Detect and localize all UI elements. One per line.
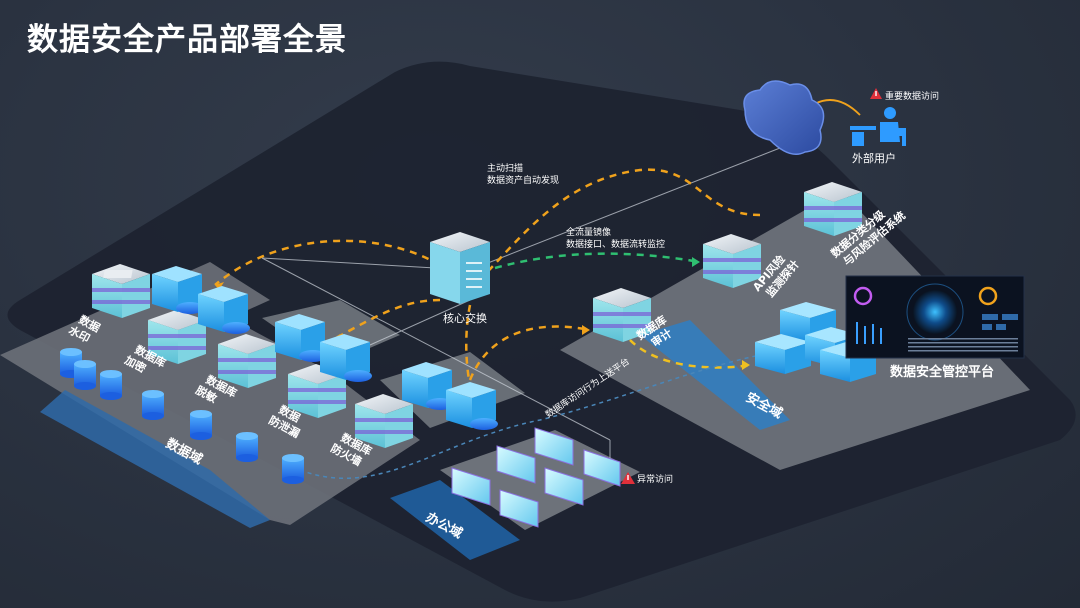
- core-switch-label: 核心交换: [443, 311, 487, 325]
- screen-icon: [499, 489, 539, 528]
- dashboard-globe-icon: [913, 290, 957, 334]
- db-server-icon: [320, 334, 372, 382]
- dashboard-bars: [856, 322, 882, 344]
- mirror-label-line2: 数据接口、数据流转监控: [566, 238, 665, 250]
- important-access-label: 重要数据访问: [885, 90, 939, 102]
- flow-core-mid: [331, 298, 441, 342]
- db-server-group: [152, 266, 498, 430]
- mirror-label-line1: 全流量镜像: [566, 226, 611, 238]
- arrow-audit: [582, 325, 590, 335]
- link-core-mid: [369, 299, 471, 346]
- database-icon: [100, 370, 122, 400]
- flow-core-office: [465, 304, 472, 386]
- flow-audit-platform: [629, 339, 751, 369]
- database-icon: [236, 432, 258, 462]
- arrow-platform: [742, 360, 750, 370]
- security-domain-strip: [640, 320, 790, 430]
- db-server-icon: [152, 266, 204, 314]
- database-cylinders: [60, 348, 304, 484]
- warning-icon-abnormal: [621, 472, 635, 484]
- warning-icon-important: [870, 88, 882, 99]
- external-user-icon: [850, 107, 906, 146]
- link-data-office: [261, 257, 611, 441]
- database-icon: [190, 410, 212, 440]
- db-audit-appliance-icon: [593, 288, 651, 342]
- db-mask-appliance-icon: [218, 334, 276, 388]
- data-domain-platform: [0, 262, 420, 525]
- arrow-scan-left: [215, 282, 224, 290]
- database-icon: [142, 390, 164, 420]
- watermark-appliance-icon: [92, 264, 150, 318]
- database-icon: [282, 454, 304, 484]
- arrow-mirror: [692, 257, 700, 267]
- screen-icon: [544, 467, 584, 506]
- data-domain-strip: [40, 390, 270, 528]
- external-user-label: 外部用户: [852, 151, 896, 165]
- scan-label-line2: 数据资产自动发现: [487, 174, 559, 186]
- db-server-icon: [446, 382, 498, 430]
- screen-icon: [451, 467, 491, 506]
- screen-icon: [534, 427, 574, 466]
- flow-to-audit: [468, 325, 591, 381]
- db-firewall-appliance-icon: [355, 394, 413, 448]
- core-switch-icon: [430, 232, 490, 304]
- office-domain-strip: [390, 480, 520, 560]
- api-probe-appliance-icon: [703, 234, 761, 288]
- dlp-appliance-icon: [288, 364, 346, 418]
- platform-label: 数据安全管控平台: [890, 364, 994, 380]
- platform-server-icon: [755, 334, 811, 374]
- abnormal-access-label: 异常访问: [637, 473, 673, 485]
- dashboard-screen: [845, 275, 1025, 359]
- screen-icon: [496, 445, 536, 484]
- office-screens: [451, 427, 621, 528]
- classify-appliance-icon: [804, 182, 862, 236]
- network-links: [261, 147, 781, 470]
- flow-scan: [469, 168, 761, 291]
- dashboard-table-rows: [908, 338, 1018, 352]
- flow-upload: [299, 354, 761, 479]
- cloud-icon: [743, 80, 825, 155]
- database-icon: [74, 360, 96, 390]
- page-title: 数据安全产品部署全景: [27, 22, 347, 58]
- db-server-icon: [198, 286, 250, 334]
- screen-icon: [583, 449, 621, 487]
- link-core-cloud: [469, 147, 781, 271]
- db-encrypt-appliance-icon: [148, 310, 206, 364]
- flow-scan-left: [214, 239, 441, 286]
- scan-label-line1: 主动扫描: [487, 162, 523, 174]
